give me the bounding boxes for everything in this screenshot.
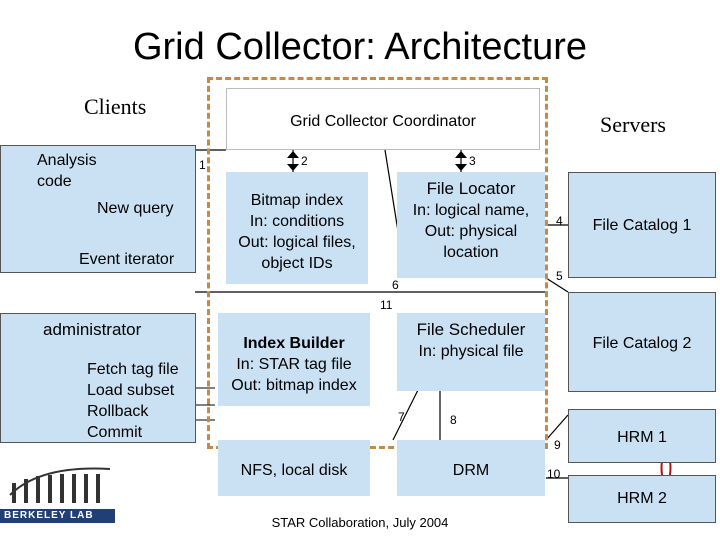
connector-1-label: 1: [199, 158, 206, 172]
hrm-2-box: HRM 2: [568, 475, 716, 523]
connector-7-label: 7: [398, 410, 405, 424]
new-query-label: New query: [97, 200, 174, 217]
connector-6-label: 6: [392, 278, 399, 292]
admin-item-fetch: Fetch tag file: [87, 361, 179, 378]
admin-item-rollback: Rollback: [87, 403, 149, 420]
bitmap-index-line3: object IDs: [261, 255, 333, 272]
file-locator-line1: In: logical name,: [412, 202, 530, 219]
file-catalog-2-box: File Catalog 2: [568, 292, 716, 392]
analysis-title-line1: Analysis: [37, 152, 97, 169]
coordinator-box: Grid Collector Coordinator: [226, 88, 540, 150]
bitmap-index-line2: Out: logical files,: [238, 234, 356, 251]
coordinator-label: Grid Collector Coordinator: [290, 113, 476, 130]
connector-8-label: 8: [450, 413, 457, 427]
connector-11-label: 11: [380, 298, 393, 312]
file-locator-box: File Locator In: logical name, Out: phys…: [397, 172, 545, 278]
bitmap-index-title: Bitmap index: [250, 192, 344, 209]
drm-label: DRM: [452, 462, 490, 479]
bitmap-index-box: Bitmap index In: conditions Out: logical…: [226, 172, 368, 284]
nfs-label: NFS, local disk: [240, 462, 348, 479]
index-builder-line2: Out: bitmap index: [231, 377, 357, 394]
hrm-1-label: HRM 1: [617, 429, 667, 446]
connector-9-label: 9: [554, 438, 561, 452]
bitmap-index-line1: In: conditions: [249, 213, 345, 230]
nfs-local-disk-box: NFS, local disk: [218, 440, 370, 496]
admin-item-load: Load subset: [87, 382, 175, 399]
index-builder-line1: In: STAR tag file: [236, 356, 352, 373]
servers-heading: Servers: [600, 112, 666, 137]
file-scheduler-title: File Scheduler: [416, 320, 526, 339]
hrm-2-label: HRM 2: [617, 490, 667, 507]
connector-5-label: 5: [556, 269, 563, 283]
connector-3-label: 3: [469, 154, 476, 168]
file-locator-line3: location: [443, 244, 499, 261]
administrator-title: administrator: [43, 320, 142, 339]
file-catalog-1-box: File Catalog 1: [568, 172, 716, 278]
analysis-code-box: Analysis code New query Event iterator: [0, 145, 196, 273]
grid-collector-boundary: [207, 77, 548, 449]
berkeley-lab-logo: BERKELEY LAB: [0, 455, 115, 527]
index-builder-box: Index Builder In: STAR tag file Out: bit…: [218, 313, 370, 406]
connector-4-label: 4: [556, 214, 563, 228]
file-catalog-1-label: File Catalog 1: [592, 217, 692, 234]
berkeley-lab-logo-graphic: [0, 467, 115, 523]
file-scheduler-line1: In: physical file: [418, 343, 524, 360]
index-builder-title: Index Builder: [243, 335, 345, 352]
file-scheduler-box: File Scheduler In: physical file: [397, 313, 545, 391]
logo-text: BERKELEY LAB: [4, 510, 94, 521]
drm-box: DRM: [397, 440, 545, 496]
admin-item-commit: Commit: [87, 424, 143, 441]
file-locator-line2: Out: physical: [424, 223, 518, 240]
connector-10-label: 10: [547, 467, 561, 481]
hrm-1-box: HRM 1: [568, 409, 716, 463]
connector-2-label: 2: [301, 154, 308, 168]
file-locator-title: File Locator: [426, 179, 516, 198]
file-catalog-2-label: File Catalog 2: [592, 335, 692, 352]
page-title: Grid Collector: Architecture: [132, 26, 588, 68]
analysis-title-line2: code: [37, 173, 72, 190]
event-iterator-label: Event iterator: [79, 251, 175, 268]
clients-heading: Clients: [84, 94, 147, 119]
footer-caption: STAR Collaboration, July 2004: [271, 515, 449, 530]
administrator-box: administrator Fetch tag file Load subset…: [0, 313, 196, 443]
